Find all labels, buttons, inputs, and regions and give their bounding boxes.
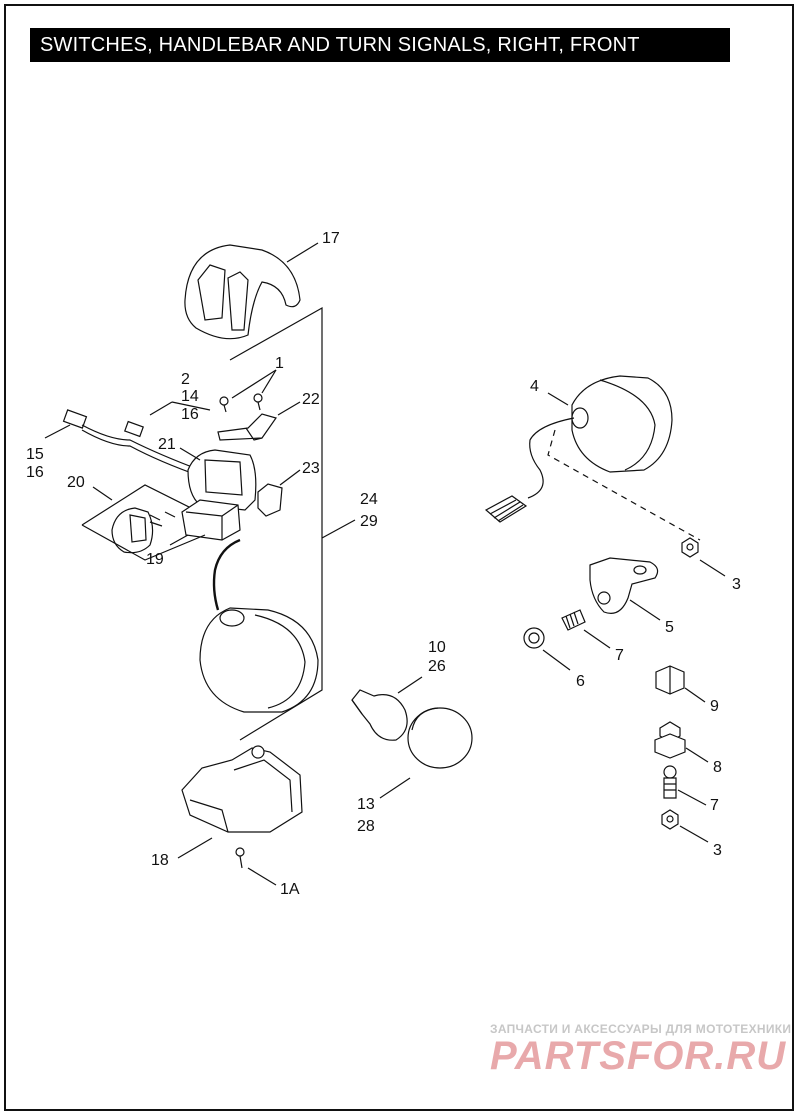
switch-clip-part xyxy=(217,413,277,441)
leader-2 xyxy=(171,401,211,411)
callout-6: 6 xyxy=(576,673,585,690)
callout-13: 13 xyxy=(357,796,375,813)
leader-24 xyxy=(321,519,356,539)
leader-21 xyxy=(179,447,201,461)
callout-28: 28 xyxy=(357,818,375,835)
leader-20-frame xyxy=(81,484,206,526)
leader-18 xyxy=(177,837,213,859)
leader-15 xyxy=(44,424,71,439)
callout-16a: 16 xyxy=(181,406,199,423)
callout-2: 2 xyxy=(181,371,190,388)
switch-cap-part xyxy=(111,507,176,554)
assembly-dashed-line xyxy=(547,429,701,541)
callout-8: 8 xyxy=(713,759,722,776)
callout-22: 22 xyxy=(302,391,320,408)
callout-14: 14 xyxy=(181,388,199,405)
turn-signal-lamp-left xyxy=(199,607,319,713)
page-title-text: SWITCHES, HANDLEBAR AND TURN SIGNALS, RI… xyxy=(40,33,640,56)
callout-19: 19 xyxy=(146,551,164,568)
stud-part-7b xyxy=(663,765,677,799)
leader-8 xyxy=(685,747,709,763)
leader-3a xyxy=(699,559,726,577)
page-title: SWITCHES, HANDLEBAR AND TURN SIGNALS, RI… xyxy=(30,28,730,62)
callout-5: 5 xyxy=(665,619,674,636)
callout-15: 15 xyxy=(26,446,44,463)
leader-9 xyxy=(684,687,706,703)
nut-part-9 xyxy=(655,665,685,695)
switch-cover-part xyxy=(184,244,301,340)
leader-19-frame xyxy=(81,524,206,561)
leader-1a xyxy=(261,369,277,394)
callout-26: 26 xyxy=(428,658,446,675)
callout-24: 24 xyxy=(360,491,378,508)
callout-3b: 3 xyxy=(713,842,722,859)
leader-3b xyxy=(679,825,709,843)
leader-23 xyxy=(279,469,301,486)
callout-1: 1 xyxy=(275,355,284,372)
leader-10 xyxy=(397,676,423,694)
watermark-logo: PARTSFOR.RU xyxy=(490,1034,787,1078)
callout-29: 29 xyxy=(360,513,378,530)
callout-7a: 7 xyxy=(615,647,624,664)
callout-7b: 7 xyxy=(710,797,719,814)
leader-1b xyxy=(231,369,277,399)
callout-9: 9 xyxy=(710,698,719,715)
nut-part-3b xyxy=(661,809,679,830)
leader-7b xyxy=(677,789,707,806)
signal-connector-part xyxy=(484,495,528,523)
switch-part-23 xyxy=(257,483,283,517)
switch-housing-part xyxy=(187,449,257,511)
diagram-frame xyxy=(4,4,794,1111)
screw-part-1 xyxy=(219,393,263,413)
leader-6 xyxy=(542,649,571,671)
assembly-bracket-line xyxy=(229,306,323,741)
leader-1A xyxy=(247,867,277,886)
callout-10: 10 xyxy=(428,639,446,656)
turn-signal-lamp-right xyxy=(527,375,673,499)
lower-switch-part xyxy=(181,499,241,541)
mount-bracket-part xyxy=(589,557,659,614)
callout-4: 4 xyxy=(530,378,539,395)
callout-16b: 16 xyxy=(26,464,44,481)
signal-wire xyxy=(212,538,241,611)
callout-21: 21 xyxy=(158,436,176,453)
stud-part-7a xyxy=(561,609,586,631)
callout-1A: 1A xyxy=(280,881,300,898)
watermark-tagline: ЗАПЧАСТИ И АКСЕССУАРЫ ДЛЯ МОТОТЕХНИКИ xyxy=(490,1022,792,1036)
callout-3a: 3 xyxy=(732,576,741,593)
leader-5 xyxy=(629,599,661,621)
connector-part-15 xyxy=(62,409,201,477)
leader-19 xyxy=(169,534,189,546)
adapter-part-8 xyxy=(654,721,686,759)
callout-18: 18 xyxy=(151,852,169,869)
bulb-part xyxy=(351,689,408,741)
callout-23: 23 xyxy=(302,460,320,477)
leader-7a xyxy=(583,629,611,649)
leader-13 xyxy=(379,777,411,799)
leader-17 xyxy=(286,242,319,263)
lens-part xyxy=(407,707,473,769)
leader-22 xyxy=(277,401,301,416)
leader-14 xyxy=(149,401,173,416)
callout-17: 17 xyxy=(322,230,340,247)
leader-20 xyxy=(92,486,113,501)
grommet-part xyxy=(523,627,545,649)
leader-4 xyxy=(547,392,569,406)
callout-20: 20 xyxy=(67,474,85,491)
screw-part-1A xyxy=(235,847,245,869)
nut-part-3a xyxy=(681,537,699,558)
lower-housing-part xyxy=(181,745,303,833)
